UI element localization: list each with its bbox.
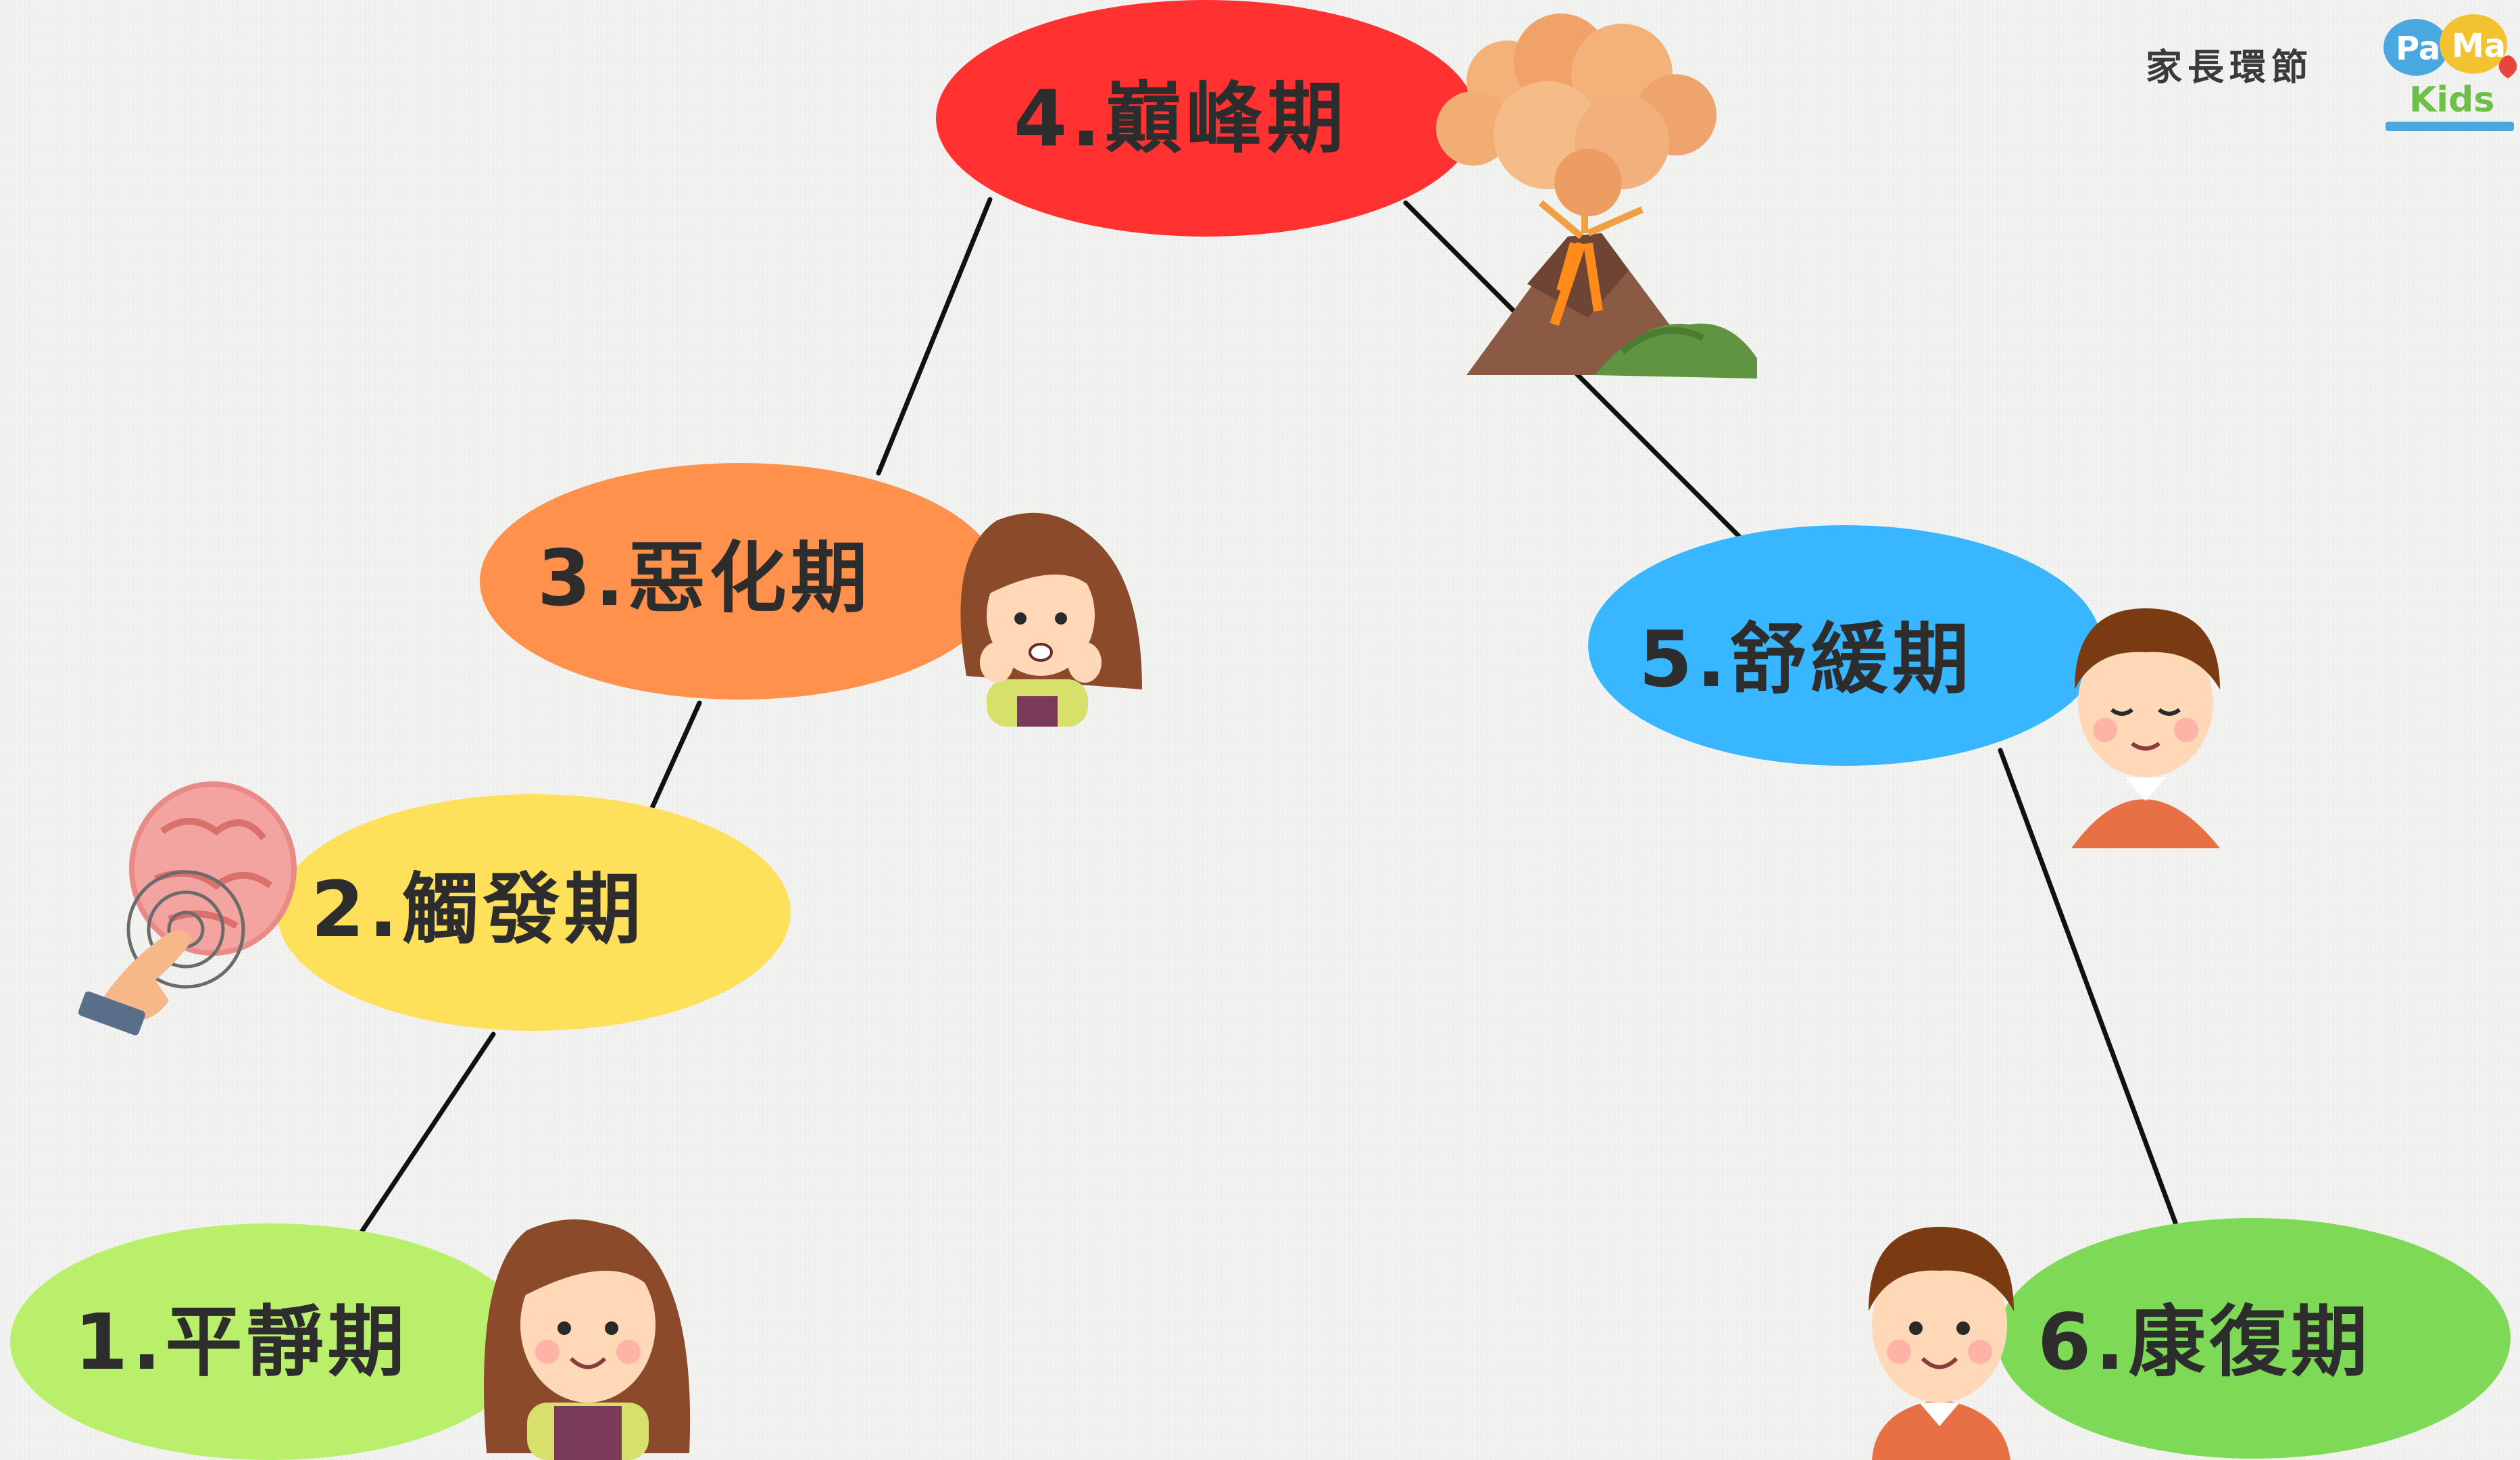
smiling-boy-icon [1869, 1227, 2014, 1460]
stage-2-label: 2.觸發期 [311, 865, 645, 954]
stage-2-ellipse [277, 794, 791, 1031]
stage-3-label: 3.惡化期 [537, 533, 872, 623]
stage-4-label: 4.巔峰期 [1014, 74, 1348, 164]
logo-pa: Pa [2396, 30, 2440, 68]
stage-1-node: 1.平靜期 [10, 1223, 530, 1460]
smiling-girl-icon [484, 1219, 691, 1460]
stage-4-ellipse [936, 0, 1477, 237]
brain-touch-icon [78, 781, 297, 1036]
stage-5-label: 5.舒緩期 [1639, 614, 1973, 704]
volcano-icon [1436, 14, 1757, 379]
logo-kids: Kids [2409, 80, 2494, 120]
connector-1-2 [355, 1031, 496, 1240]
stage-5-node: 5.舒緩期 [1588, 525, 2102, 766]
stage-2-node: 2.觸發期 [277, 794, 791, 1031]
calm-boy-icon [2071, 608, 2220, 848]
stage-6-node: 6.康復期 [1997, 1218, 2511, 1459]
stage-1-label: 1.平靜期 [74, 1297, 409, 1387]
stage-4-node: 4.巔峰期 [936, 0, 1477, 237]
stage-3-ellipse [480, 463, 1000, 700]
pama-kids-logo: Pa Ma Kids [2383, 14, 2517, 131]
connector-5-6 [1998, 748, 2182, 1236]
connector-2-3 [649, 700, 702, 810]
logo-ma: Ma [2452, 27, 2506, 65]
logo-bubble-right [2440, 14, 2507, 74]
connector-3-4 [876, 197, 993, 476]
worried-girl-icon [960, 512, 1142, 727]
stage-3-node: 3.惡化期 [480, 463, 1000, 700]
stage-1-ellipse [10, 1223, 530, 1460]
stage-6-label: 6.康復期 [2037, 1297, 2372, 1387]
stage-5-ellipse [1588, 525, 2102, 766]
logo-bubble-left [2383, 19, 2448, 76]
section-title: 家長環節 [2146, 46, 2313, 89]
stage-6-ellipse [1997, 1218, 2511, 1459]
